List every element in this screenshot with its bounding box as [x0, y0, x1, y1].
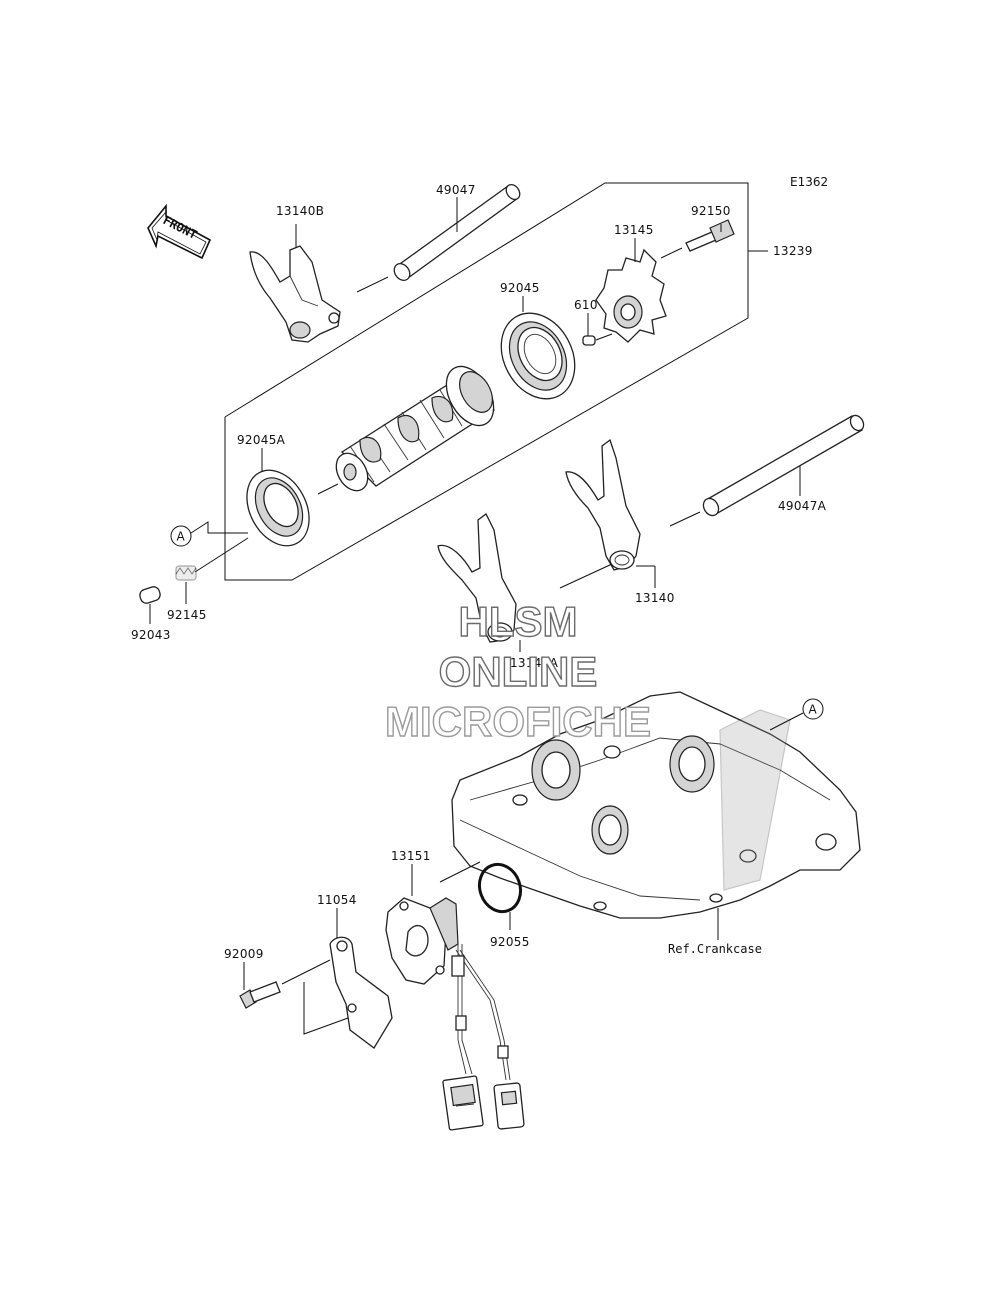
callout-13239: 13239 — [773, 244, 813, 258]
callout-49047: 49047 — [436, 183, 476, 197]
callout-92043: 92043 — [131, 628, 171, 642]
reference-marker-lower: A — [802, 698, 824, 720]
watermark-line2: ONLINE — [439, 648, 598, 695]
bolt-92009 — [239, 981, 281, 1009]
bracket-11054 — [329, 936, 393, 1049]
callout-49047A: 49047A — [778, 499, 827, 513]
shift-fork-13140A — [437, 513, 517, 643]
connector-plug-small — [493, 1082, 525, 1130]
shift-drum — [335, 365, 496, 492]
diagram-id: E1362 — [790, 175, 828, 189]
callout-13140A: 13140A — [510, 656, 559, 670]
callout-92045A: 92045A — [237, 433, 286, 447]
callout-610: 610 — [574, 298, 598, 312]
shift-fork-13140 — [565, 438, 641, 571]
svg-text:A: A — [809, 703, 818, 717]
callout-13140B: 13140B — [276, 204, 324, 218]
callout-13140: 13140 — [635, 591, 675, 605]
bolt-92150 — [685, 219, 735, 252]
sensor-13151 — [385, 897, 459, 985]
front-arrow-icon: FRONT — [147, 203, 212, 260]
callout-13145: 13145 — [614, 223, 654, 237]
connector-plug-large — [442, 1075, 484, 1131]
callout-92045: 92045 — [500, 281, 540, 295]
ref-crankcase-label: Ref.Crankcase — [668, 942, 762, 956]
o-ring-92055 — [477, 862, 523, 914]
watermark-line3: MICROFICHE — [385, 698, 651, 745]
crankcase — [451, 691, 861, 919]
shift-cam-13145 — [595, 248, 667, 343]
svg-text:A: A — [177, 530, 186, 544]
assembly-bracket — [224, 182, 749, 581]
sensor-wiring — [451, 944, 511, 1081]
callout-11054: 11054 — [317, 893, 357, 907]
callout-92055: 92055 — [490, 935, 530, 949]
watermark-line1: HLSM — [459, 598, 578, 645]
bearing-92045 — [500, 312, 576, 400]
callout-92145: 92145 — [167, 608, 207, 622]
callout-92009: 92009 — [224, 947, 264, 961]
reference-marker-upper: A — [170, 525, 192, 547]
spring-92145 — [175, 565, 197, 581]
callout-13151: 13151 — [391, 849, 431, 863]
bearing-92045A — [246, 469, 310, 547]
pin-610 — [582, 335, 596, 346]
callout-92150: 92150 — [691, 204, 731, 218]
shift-fork-13140B — [249, 245, 341, 343]
plunger-92043 — [139, 586, 161, 604]
shaft-49047A — [702, 414, 865, 517]
